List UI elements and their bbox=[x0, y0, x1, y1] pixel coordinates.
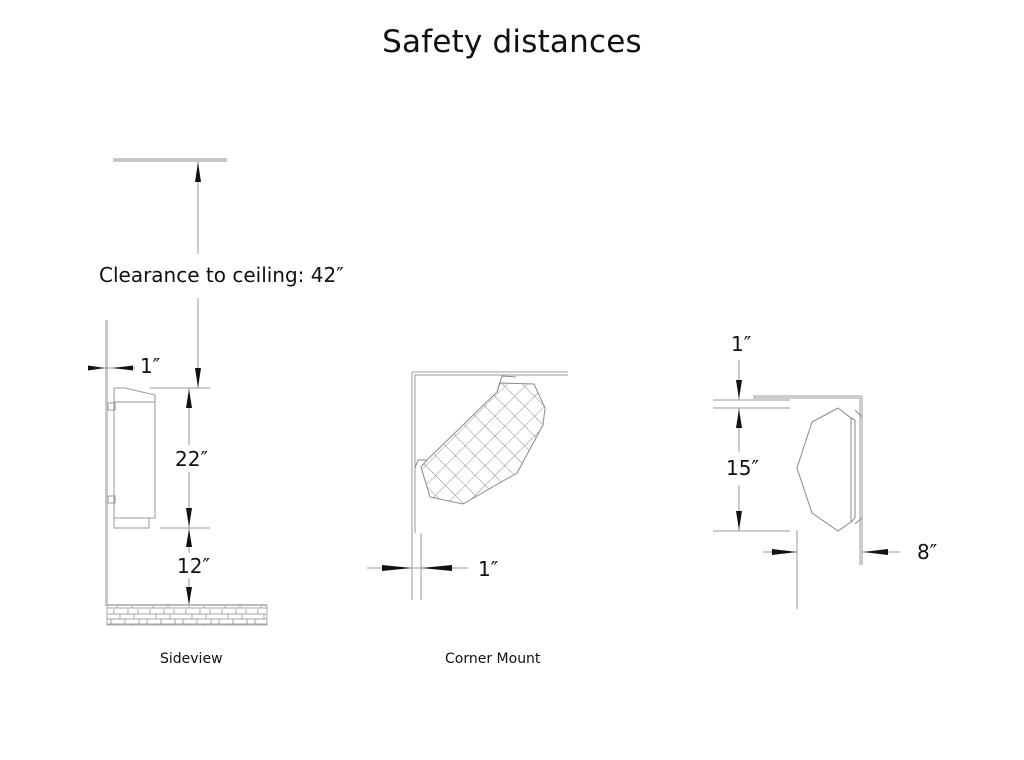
sideview-diagram bbox=[88, 158, 268, 626]
arrow-right-icon bbox=[382, 565, 412, 571]
sideview-caption: Sideview bbox=[160, 651, 223, 667]
top-view-ceiling-gap-label: 1″ bbox=[731, 332, 752, 356]
arrow-down-icon bbox=[186, 508, 192, 527]
top-view-depth-label: 8″ bbox=[917, 540, 938, 564]
arrow-up-icon bbox=[186, 529, 192, 547]
arrow-left-icon bbox=[863, 549, 888, 555]
corner-mount-caption: Corner Mount bbox=[445, 651, 541, 667]
wall bbox=[105, 320, 108, 606]
sideview-wall-gap-label: 1″ bbox=[140, 354, 161, 378]
wall-mount-top-view-diagram bbox=[713, 360, 900, 609]
sideview-heater-height-label: 22″ bbox=[175, 447, 208, 471]
ceiling-line bbox=[113, 158, 227, 162]
arrow-down-icon bbox=[736, 380, 742, 399]
arrow-right-icon bbox=[88, 365, 105, 371]
sideview-floor-clearance-label: 12″ bbox=[177, 554, 210, 578]
top-view-heater bbox=[796, 407, 863, 532]
arrow-left-icon bbox=[421, 565, 452, 571]
arrow-up-icon bbox=[736, 409, 742, 428]
stone-floor bbox=[106, 604, 268, 626]
top-view-walls bbox=[753, 395, 863, 565]
diagram-title: Safety distances bbox=[382, 24, 642, 60]
heater-side-profile bbox=[107, 387, 156, 529]
top-view-heater-height-label: 15″ bbox=[726, 456, 759, 480]
corner-wall-gap-label: 1″ bbox=[478, 557, 499, 581]
arrow-right-icon bbox=[772, 549, 797, 555]
arrow-up-icon bbox=[186, 389, 192, 408]
arrow-up-icon bbox=[195, 162, 201, 182]
arrow-left-icon bbox=[112, 365, 133, 371]
corner-walls bbox=[411, 371, 568, 533]
arrow-down-icon bbox=[186, 587, 192, 605]
corner-heater bbox=[414, 375, 546, 505]
arrow-down-icon bbox=[195, 368, 201, 388]
corner-mount-diagram bbox=[367, 371, 568, 600]
ceiling-clearance-label: Clearance to ceiling: 42″ bbox=[99, 263, 344, 287]
arrow-down-icon bbox=[736, 511, 742, 530]
